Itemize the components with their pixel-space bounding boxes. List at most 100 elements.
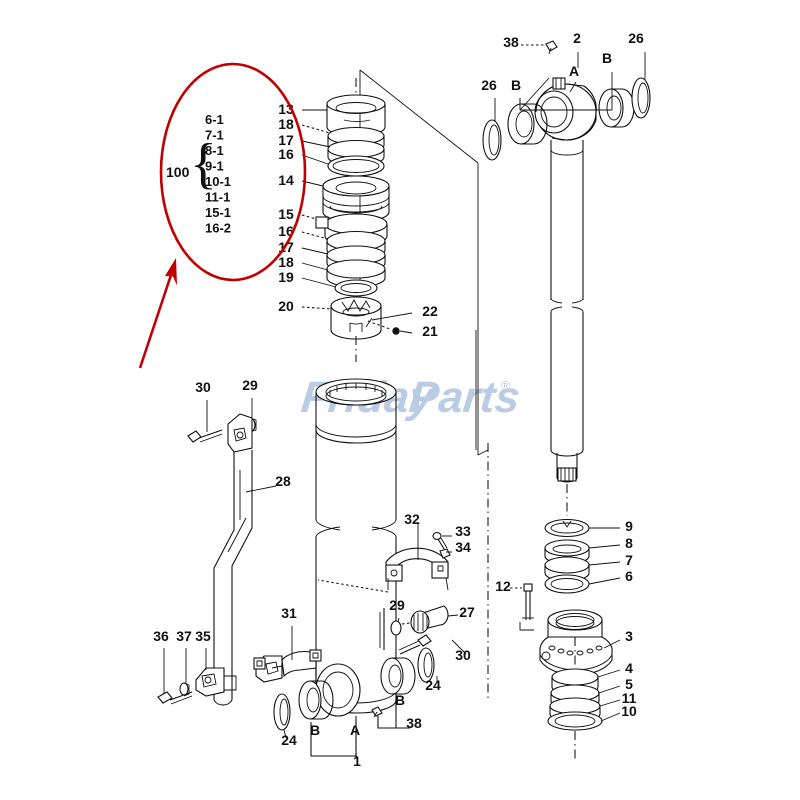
bushing-B-left	[298, 680, 334, 720]
callout-label-B: B	[310, 722, 320, 738]
annotation-item-2: 8-1	[205, 143, 224, 158]
bracket-assembly-32	[317, 531, 451, 593]
rod-eye-head	[534, 40, 597, 141]
callout-label-29: 29	[242, 377, 258, 393]
part-29-washer-lower	[390, 620, 402, 636]
callout-label-38: 38	[503, 34, 519, 50]
callout-label-35: 35	[195, 628, 211, 644]
part-3-piston-body	[539, 609, 613, 676]
callout-leaders	[163, 44, 646, 739]
bushing-B-right	[380, 657, 416, 695]
callout-label-11: 11	[622, 690, 637, 706]
callout-label-14: 14	[278, 172, 294, 188]
callout-label-30: 30	[195, 379, 211, 395]
part-21-pin	[392, 327, 400, 335]
callout-label-B: B	[395, 692, 405, 708]
piston-assembly-right	[519, 583, 613, 760]
callout-label-7: 7	[625, 552, 633, 568]
part-34-washer	[439, 548, 451, 559]
callout-label-21: 21	[422, 323, 438, 339]
callout-label-20: 20	[278, 298, 294, 314]
annotation-item-4: 10-1	[205, 174, 231, 189]
callout-label-19: 19	[278, 269, 294, 285]
annotation-item-5: 11-1	[205, 190, 230, 205]
annotation-item-7: 16-2	[205, 221, 231, 236]
callout-label-18: 18	[278, 116, 294, 132]
callout-label-31: 31	[281, 605, 297, 621]
pin-cluster-27	[379, 605, 449, 655]
part-12-bolt	[522, 583, 534, 620]
callout-label-24: 24	[281, 732, 297, 748]
annotation-item-1: 7-1	[205, 128, 224, 143]
snapring-24-right	[417, 647, 435, 683]
bushing-right-B	[598, 88, 635, 128]
annotation-group-label: 100	[166, 164, 190, 180]
callout-label-17: 17	[278, 132, 294, 148]
callout-label-A: A	[350, 722, 360, 738]
callout-label-4: 4	[625, 660, 633, 676]
callout-label-9: 9	[625, 518, 633, 534]
callout-label-18: 18	[278, 254, 294, 270]
clamp-assembly-left	[157, 667, 237, 705]
callout-label-33: 33	[455, 523, 471, 539]
part-27-pin	[410, 605, 449, 634]
annotation-item-0: 6-1	[205, 112, 224, 127]
callout-label-29: 29	[389, 597, 405, 613]
callout-label-12: 12	[495, 578, 511, 594]
hose-assembly	[187, 413, 257, 706]
callout-label-28: 28	[275, 473, 291, 489]
annotation-item-3: 9-1	[205, 159, 224, 174]
part-13-gland	[326, 94, 386, 137]
main-cylinder-tube	[315, 378, 397, 758]
callout-label-34: 34	[455, 539, 471, 555]
callout-label-B: B	[602, 50, 612, 66]
part-30-bolt-lower	[398, 634, 432, 655]
rod-assembly	[482, 40, 651, 516]
clamp-assembly-31	[253, 649, 322, 683]
center-seal-stack	[315, 78, 400, 362]
callout-label-10: 10	[621, 703, 637, 719]
part-10-ring	[547, 711, 603, 731]
callout-label-32: 32	[404, 511, 420, 527]
callout-label-15: 15	[278, 206, 294, 222]
callout-label-30: 30	[455, 647, 471, 663]
part-30-bolt	[187, 429, 223, 443]
watermark-secondary-text: Parts	[407, 373, 522, 422]
part-19-oring	[334, 279, 378, 297]
callout-label-24: 24	[425, 677, 441, 693]
callout-label-5: 5	[625, 676, 633, 692]
part-37-washer	[179, 682, 190, 697]
callout-label-3: 3	[625, 628, 633, 644]
callout-label-6: 6	[625, 568, 633, 584]
callout-label-8: 8	[625, 535, 633, 551]
callout-label-22: 22	[422, 303, 438, 319]
callout-label-36: 36	[153, 628, 169, 644]
clevis-bushings	[273, 647, 435, 757]
watermark-registered-icon: ®	[501, 378, 511, 393]
hose-fitting-block	[227, 413, 253, 453]
callout-label-26: 26	[628, 30, 644, 46]
callout-label-2: 2	[573, 30, 581, 46]
bushing-left-B	[507, 103, 548, 145]
annotation-item-6: 15-1	[205, 205, 231, 220]
callout-label-B: B	[511, 77, 521, 93]
callout-label-27: 27	[459, 604, 475, 620]
callout-label-26: 26	[481, 77, 497, 93]
snapring-24-left	[273, 693, 291, 731]
callout-label-38: 38	[406, 715, 422, 731]
annotation-oval	[159, 62, 307, 282]
callout-label-16: 16	[278, 146, 294, 162]
callout-label-37: 37	[176, 628, 192, 644]
annotation-arrow	[138, 258, 177, 369]
callout-label-16: 16	[278, 223, 294, 239]
callout-label-1: 1	[353, 753, 361, 769]
callout-label-A: A	[569, 63, 579, 79]
snapring-left-26	[482, 119, 502, 161]
annotation-brace-icon: {	[190, 133, 217, 195]
part-33-bolt	[432, 531, 448, 550]
snapring-right-26	[631, 77, 651, 119]
